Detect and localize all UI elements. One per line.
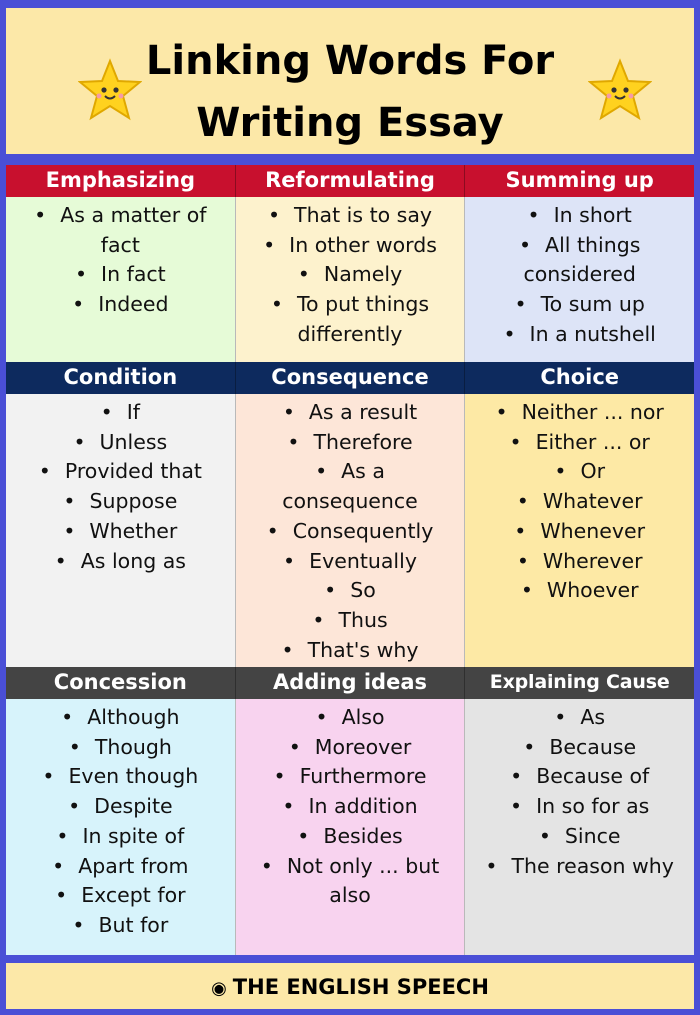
- list-item: Consequently: [246, 517, 455, 547]
- list-item: Whoever: [475, 576, 684, 606]
- smiling-star-icon: [588, 58, 652, 121]
- list-item: Indeed: [16, 290, 225, 320]
- list-item: Namely: [246, 260, 455, 290]
- brand-name: THE ENGLISH SPEECH: [232, 975, 489, 999]
- section-heading: Adding ideas: [235, 667, 466, 699]
- section-cell: In shortAll things consideredTo sum upIn…: [465, 197, 695, 362]
- list-item: Because: [475, 733, 684, 763]
- list-item: Either ... or: [475, 428, 684, 458]
- title-banner: Linking Words For Writing Essay: [6, 8, 694, 158]
- section-cell: As a resultThereforeAs a consequenceCons…: [235, 394, 466, 667]
- list-item: Therefore: [246, 428, 455, 458]
- list-item: In so for as: [475, 792, 684, 822]
- section-heading: Emphasizing: [6, 165, 236, 197]
- list-item: Moreover: [246, 733, 455, 763]
- header-row: Emphasizing Reformulating Summing up: [6, 165, 695, 197]
- section-heading: Consequence: [235, 362, 466, 394]
- list-item: As a result: [246, 398, 455, 428]
- list-item: Unless: [16, 428, 225, 458]
- list-item: That is to say: [246, 201, 455, 231]
- list-item: Also: [246, 703, 455, 733]
- list-item: To sum up: [475, 290, 684, 320]
- list-item: In addition: [246, 792, 455, 822]
- list-item: As long as: [16, 547, 225, 577]
- list-item: To put things differently: [246, 290, 455, 349]
- section-heading: Condition: [6, 362, 236, 394]
- section-heading: Concession: [6, 667, 236, 699]
- brand-footer: ◉THE ENGLISH SPEECH: [6, 963, 694, 1009]
- list-item: The reason why: [475, 852, 684, 882]
- list-item: Though: [16, 733, 225, 763]
- list-item: In short: [475, 201, 684, 231]
- section-heading: Choice: [465, 362, 695, 394]
- section-cell: Neither ... norEither ... orOrWhateverWh…: [465, 394, 695, 667]
- content-row: AlthoughThoughEven thoughDespiteIn spite…: [6, 699, 695, 955]
- list-item: Or: [475, 457, 684, 487]
- list-item: Suppose: [16, 487, 225, 517]
- list-item: In a nutshell: [475, 320, 684, 350]
- content-row: As a matter of factIn factIndeed That is…: [6, 197, 695, 362]
- list-item: That's why: [246, 636, 455, 666]
- linking-words-table: Emphasizing Reformulating Summing up As …: [6, 165, 695, 955]
- list-item: Whenever: [475, 517, 684, 547]
- header-row: Concession Adding ideas Explaining Cause: [6, 667, 695, 699]
- list-item: Because of: [475, 762, 684, 792]
- list-item: Neither ... nor: [475, 398, 684, 428]
- list-item: Whatever: [475, 487, 684, 517]
- section-heading: Reformulating: [235, 165, 466, 197]
- section-cell: IfUnlessProvided thatSupposeWhetherAs lo…: [6, 394, 236, 667]
- list-item: Since: [475, 822, 684, 852]
- list-item: In fact: [16, 260, 225, 290]
- section-heading: Summing up: [465, 165, 695, 197]
- logo-icon: ◉: [211, 978, 227, 999]
- list-item: Except for: [16, 881, 225, 911]
- list-item: Despite: [16, 792, 225, 822]
- list-item: But for: [16, 911, 225, 941]
- section-cell: AlthoughThoughEven thoughDespiteIn spite…: [6, 699, 236, 955]
- list-item: Provided that: [16, 457, 225, 487]
- page-title: Linking Words For Writing Essay: [145, 38, 555, 146]
- list-item: Thus: [246, 606, 455, 636]
- section-cell: That is to sayIn other wordsNamelyTo put…: [235, 197, 466, 362]
- section-cell: AlsoMoreoverFurthermoreIn additionBeside…: [235, 699, 466, 955]
- list-item: Whether: [16, 517, 225, 547]
- list-item: Apart from: [16, 852, 225, 882]
- list-item: Eventually: [246, 547, 455, 577]
- list-item: In spite of: [16, 822, 225, 852]
- section-cell: As a matter of factIn factIndeed: [6, 197, 236, 362]
- list-item: All things considered: [475, 231, 684, 290]
- content-row: IfUnlessProvided thatSupposeWhetherAs lo…: [6, 394, 695, 667]
- section-cell: AsBecauseBecause ofIn so for asSinceThe …: [465, 699, 695, 955]
- section-heading: Explaining Cause: [465, 667, 695, 699]
- smiling-star-icon: [78, 58, 142, 121]
- list-item: Besides: [246, 822, 455, 852]
- list-item: So: [246, 576, 455, 606]
- list-item: As a matter of fact: [16, 201, 225, 260]
- list-item: Although: [16, 703, 225, 733]
- list-item: As: [475, 703, 684, 733]
- list-item: Wherever: [475, 547, 684, 577]
- list-item: Even though: [16, 762, 225, 792]
- header-row: Condition Consequence Choice: [6, 362, 695, 394]
- list-item: If: [16, 398, 225, 428]
- list-item: In other words: [246, 231, 455, 261]
- list-item: Not only ... but also: [246, 852, 455, 911]
- list-item: As a consequence: [246, 457, 455, 516]
- list-item: Furthermore: [246, 762, 455, 792]
